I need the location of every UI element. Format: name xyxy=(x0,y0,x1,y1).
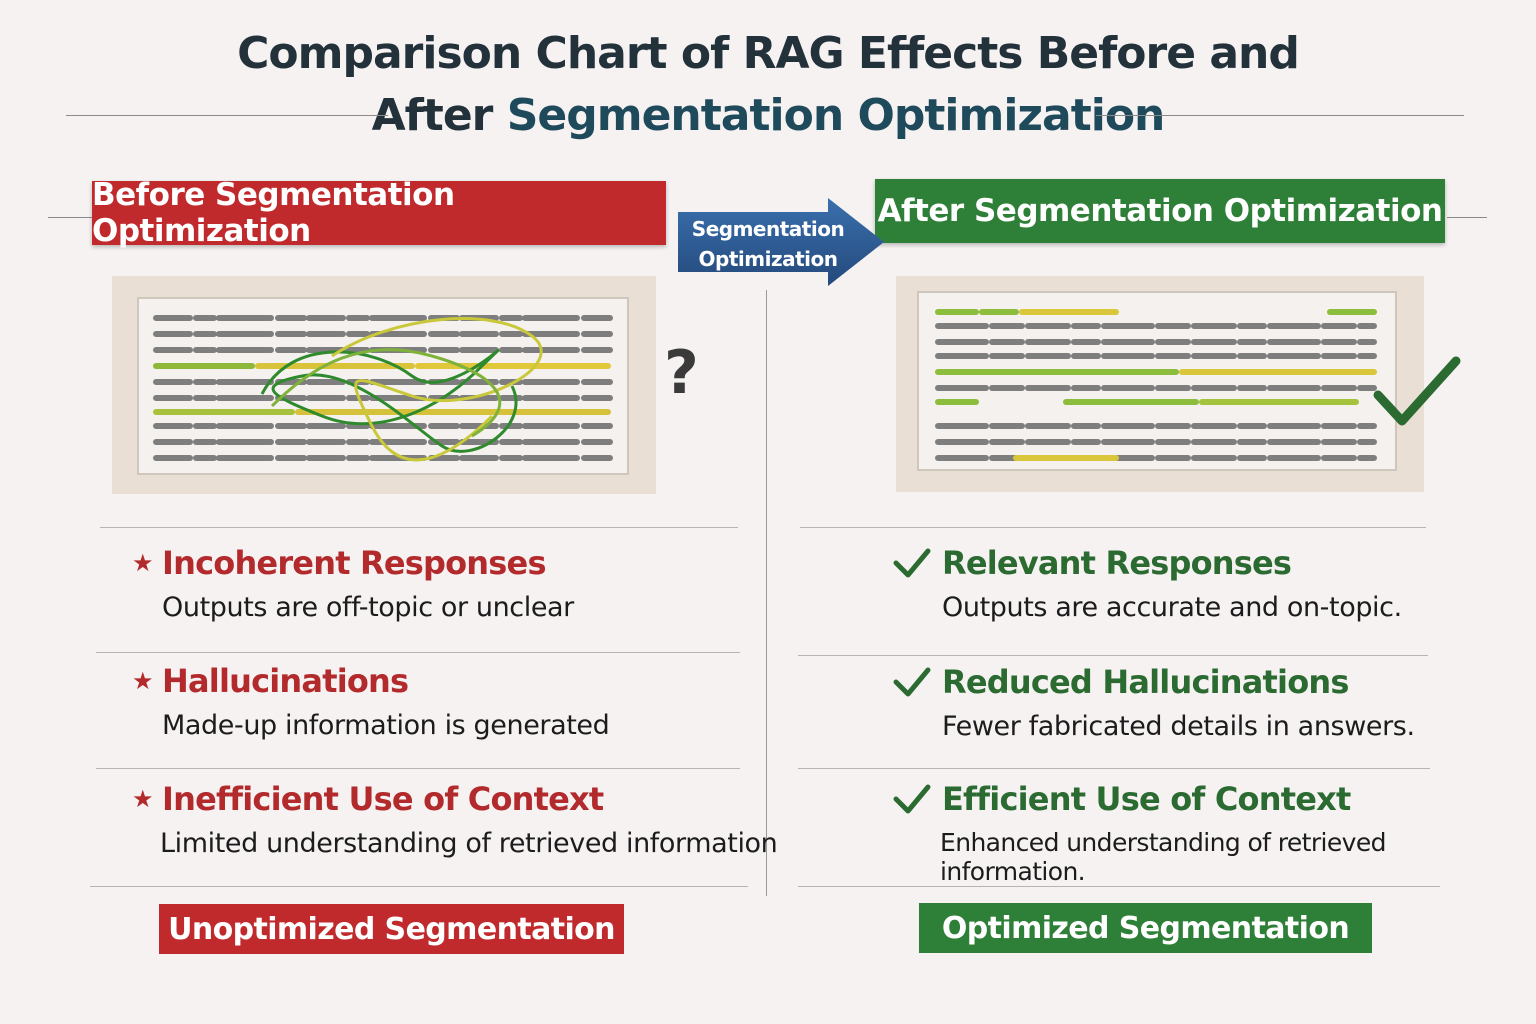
after-item-heading: Reduced Hallucinations xyxy=(942,663,1349,701)
after-item-desc: Fewer fabricated details in answers. xyxy=(942,711,1415,742)
before-item-3: ★ Inefficient Use of Context Limited unde… xyxy=(132,780,778,859)
star-icon: ★ xyxy=(132,549,154,577)
title-rule-right xyxy=(1096,115,1464,116)
before-item-heading: Hallucinations xyxy=(162,662,409,700)
unoptimized-footer-badge: Unoptimized Segmentation xyxy=(159,904,624,954)
before-item-desc: Limited understanding of retrieved infor… xyxy=(160,828,778,859)
arrow-label-line-2: Optimization xyxy=(698,247,838,271)
question-mark-icon: ? xyxy=(664,338,699,408)
before-item-heading: Incoherent Responses xyxy=(162,544,547,582)
title-line-2: After Segmentation Optimization xyxy=(0,90,1536,141)
segmentation-arrow: Segmentation Optimization xyxy=(678,196,888,288)
arrow-shape-icon xyxy=(678,198,884,286)
before-item-desc: Outputs are off-topic or unclear xyxy=(162,592,574,623)
messy-document-illustration xyxy=(112,276,656,494)
banner-rule-right xyxy=(1447,217,1487,218)
before-item-2: ★ Hallucinations Made-up information is g… xyxy=(132,662,610,741)
center-divider xyxy=(766,290,767,896)
large-check-icon xyxy=(1373,356,1461,426)
before-item-heading: Inefficient Use of Context xyxy=(162,780,604,818)
title-line-1: Comparison Chart of RAG Effects Before a… xyxy=(237,28,1300,79)
left-sep-2 xyxy=(96,652,740,653)
before-banner: Before Segmentation Optimization xyxy=(92,177,666,249)
after-item-1: Relevant Responses Outputs are accurate … xyxy=(892,544,1402,623)
arrow-label-line-1: Segmentation xyxy=(691,217,845,241)
after-banner: After Segmentation Optimization xyxy=(875,179,1445,243)
title-accent: Segmentation Optimization xyxy=(506,90,1166,141)
after-item-heading: Efficient Use of Context xyxy=(942,780,1351,818)
right-sep-2 xyxy=(798,655,1428,656)
banner-rule-left xyxy=(48,217,92,218)
left-sep-3 xyxy=(96,768,740,769)
star-icon: ★ xyxy=(132,785,154,813)
before-item-1: ★ Incoherent Responses Outputs are off-to… xyxy=(132,544,574,623)
optimized-footer-badge: Optimized Segmentation xyxy=(919,903,1372,953)
after-item-heading: Relevant Responses xyxy=(942,544,1292,582)
star-icon: ★ xyxy=(132,667,154,695)
arrow-label: Segmentation Optimization xyxy=(680,214,856,274)
after-item-desc: Outputs are accurate and on-topic. xyxy=(942,592,1402,623)
right-sep-1 xyxy=(800,527,1426,528)
after-item-3: Efficient Use of Context Enhanced unders… xyxy=(892,780,1536,886)
right-sep-4 xyxy=(798,886,1440,887)
check-icon xyxy=(893,784,931,814)
check-icon xyxy=(893,667,931,697)
title-rule-left xyxy=(66,115,388,116)
right-sep-3 xyxy=(798,768,1430,769)
title-prefix: After xyxy=(371,90,507,141)
before-item-desc: Made-up information is generated xyxy=(162,710,610,741)
organized-document-illustration xyxy=(896,276,1424,492)
after-item-2: Reduced Hallucinations Fewer fabricated … xyxy=(892,663,1415,742)
left-sep-4 xyxy=(90,886,748,887)
left-sep-1 xyxy=(100,527,738,528)
check-icon xyxy=(893,548,931,578)
after-item-desc: Enhanced understanding of retrieved info… xyxy=(940,828,1386,886)
